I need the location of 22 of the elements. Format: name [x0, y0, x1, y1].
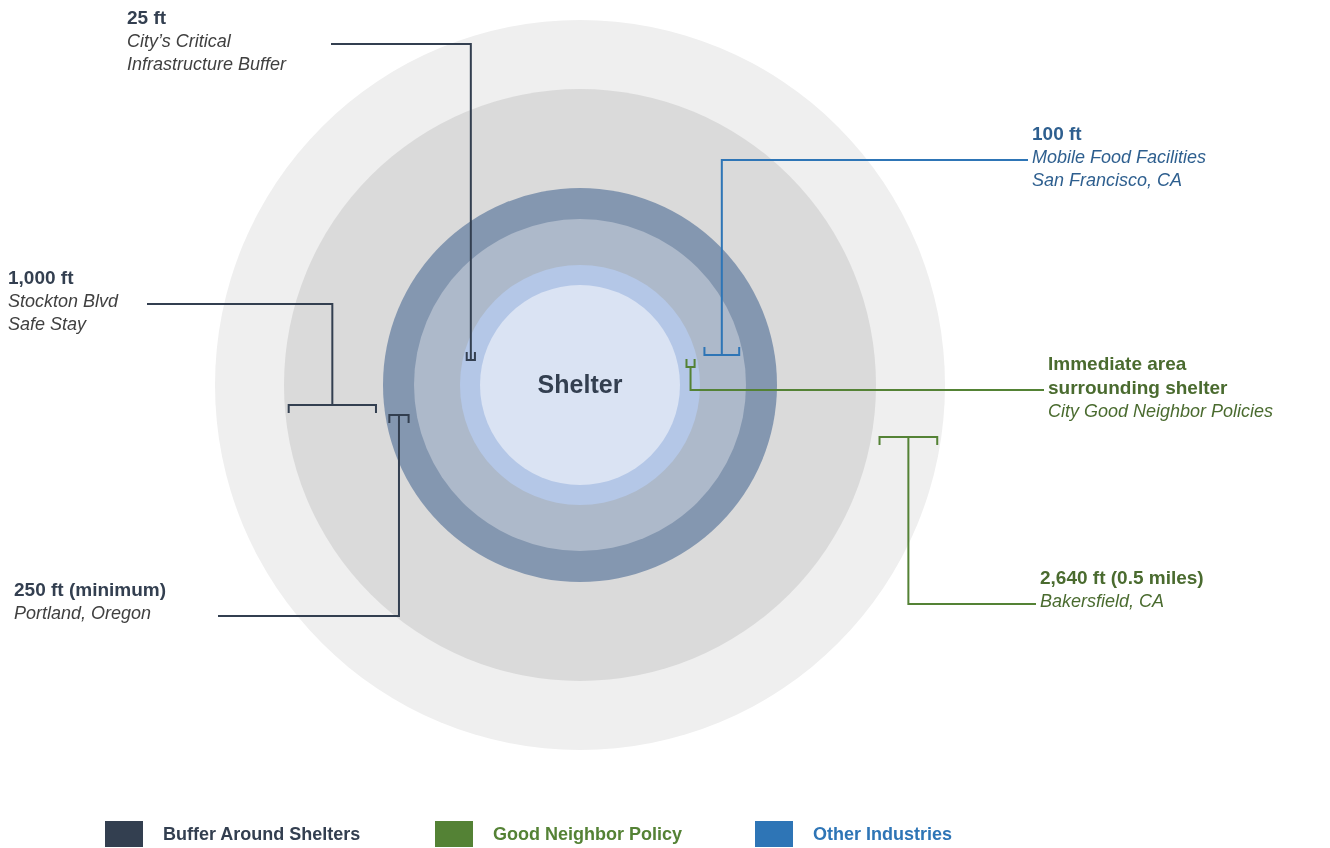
- leader-line: [878, 436, 1037, 605]
- distance-label: 250 ft (minimum): [14, 578, 168, 602]
- distance-label: Immediate area surrounding shelter: [1048, 352, 1229, 400]
- distance-label: 2,640 ft (0.5 miles): [1040, 566, 1205, 590]
- leader-line: [146, 303, 377, 414]
- distance-label: 100 ft: [1032, 122, 1083, 146]
- leader-line: [330, 43, 476, 361]
- distance-label: 1,000 ft: [8, 266, 75, 290]
- description-text: Portland, Oregon: [14, 602, 153, 625]
- description-text: City Good Neighbor Policies: [1048, 400, 1275, 423]
- leader-line: [217, 414, 410, 617]
- description-text: City’s Critical Infrastructure Buffer: [127, 30, 288, 76]
- description-text: Mobile Food Facilities San Francisco, CA: [1032, 146, 1208, 192]
- distance-label: 25 ft: [127, 6, 168, 30]
- description-text: Bakersfield, CA: [1040, 590, 1166, 613]
- leader-line: [703, 159, 1029, 356]
- leader-line: [685, 358, 1045, 391]
- legend-label: Other Industries: [813, 823, 953, 845]
- center-label: Shelter: [536, 370, 624, 399]
- legend-label: Good Neighbor Policy: [493, 823, 682, 845]
- legend-label: Buffer Around Shelters: [163, 823, 361, 845]
- description-text: Stockton Blvd Safe Stay: [8, 290, 120, 336]
